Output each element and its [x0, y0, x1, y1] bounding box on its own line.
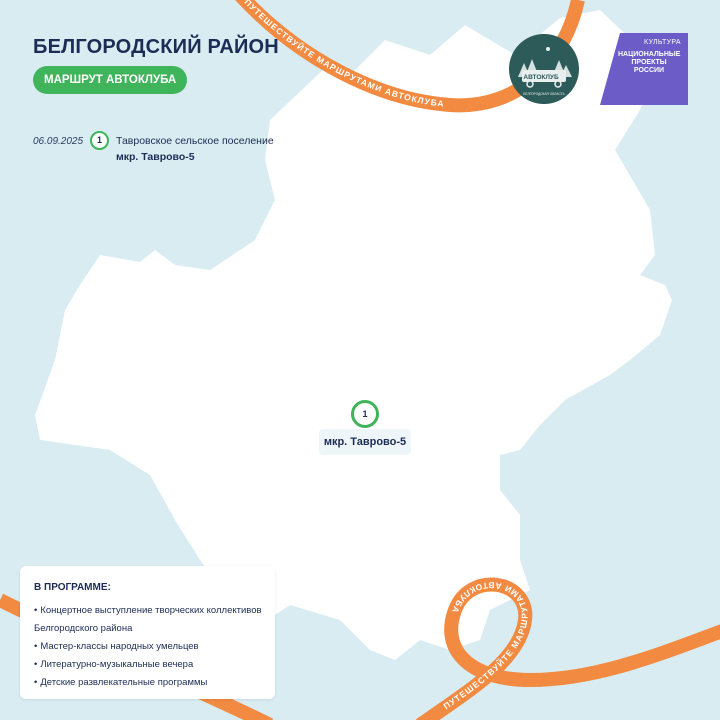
program-bullet: • — [34, 641, 38, 652]
culture-logo — [600, 33, 688, 105]
program-item: •Литературно-музыкальные вечера — [34, 656, 269, 674]
autoclub-logo-region: БЕЛГОРОДСКАЯ ОБЛАСТЬ — [523, 92, 564, 96]
program-bullet: • — [34, 605, 38, 616]
map-marker-label: мкр. Таврово-5 — [319, 429, 411, 455]
culture-logo-line3: РОССИИ — [633, 67, 665, 74]
stop-date: 06.09.2025 — [33, 136, 84, 147]
page-title: БЕЛГОРОДСКИЙ РАЙОН — [33, 36, 279, 58]
autoclub-logo-text: АВТОКЛУБ — [523, 74, 559, 81]
program-bullet: • — [34, 677, 38, 688]
program-heading: В ПРОГРАММЕ: — [34, 582, 111, 593]
program-panel: В ПРОГРАММЕ: •Концертное выступление тво… — [20, 566, 275, 699]
program-item-text: Детские развлекательные программы — [40, 677, 208, 688]
stop-number-badge: 1 — [90, 131, 109, 150]
stop-settlement: Тавровское сельское поселение — [116, 135, 274, 147]
program-list: •Концертное выступление творческих колле… — [34, 602, 269, 692]
culture-logo-line2: ПРОЕКТЫ — [631, 59, 667, 66]
district-region — [35, 10, 672, 660]
culture-logo-line1: НАЦИОНАЛЬНЫЕ — [618, 51, 681, 58]
culture-logo-text: НАЦИОНАЛЬНЫЕ ПРОЕКТЫ РОССИИ — [618, 51, 680, 75]
program-item-text: Литературно-музыкальные вечера — [40, 659, 194, 670]
map-marker[interactable]: 1 — [351, 400, 379, 428]
route-badge: МАРШРУТ АВТОКЛУБА — [33, 66, 188, 94]
program-item: •Мастер-классы народных умельцев — [34, 638, 269, 656]
program-item: •Детские развлекательные программы — [34, 674, 269, 692]
culture-logo-label: КУЛЬТУРА — [644, 39, 681, 46]
program-item-text: Мастер-классы народных умельцев — [40, 641, 199, 652]
program-item: •Концертное выступление творческих колле… — [34, 602, 269, 638]
stop-place: мкр. Таврово-5 — [116, 151, 195, 163]
program-bullet: • — [34, 659, 38, 670]
autoclub-logo: АВТОКЛУБ БЕЛГОРОДСКАЯ ОБЛАСТЬ — [509, 34, 579, 104]
program-item-text: Концертное выступление творческих коллек… — [34, 605, 262, 634]
